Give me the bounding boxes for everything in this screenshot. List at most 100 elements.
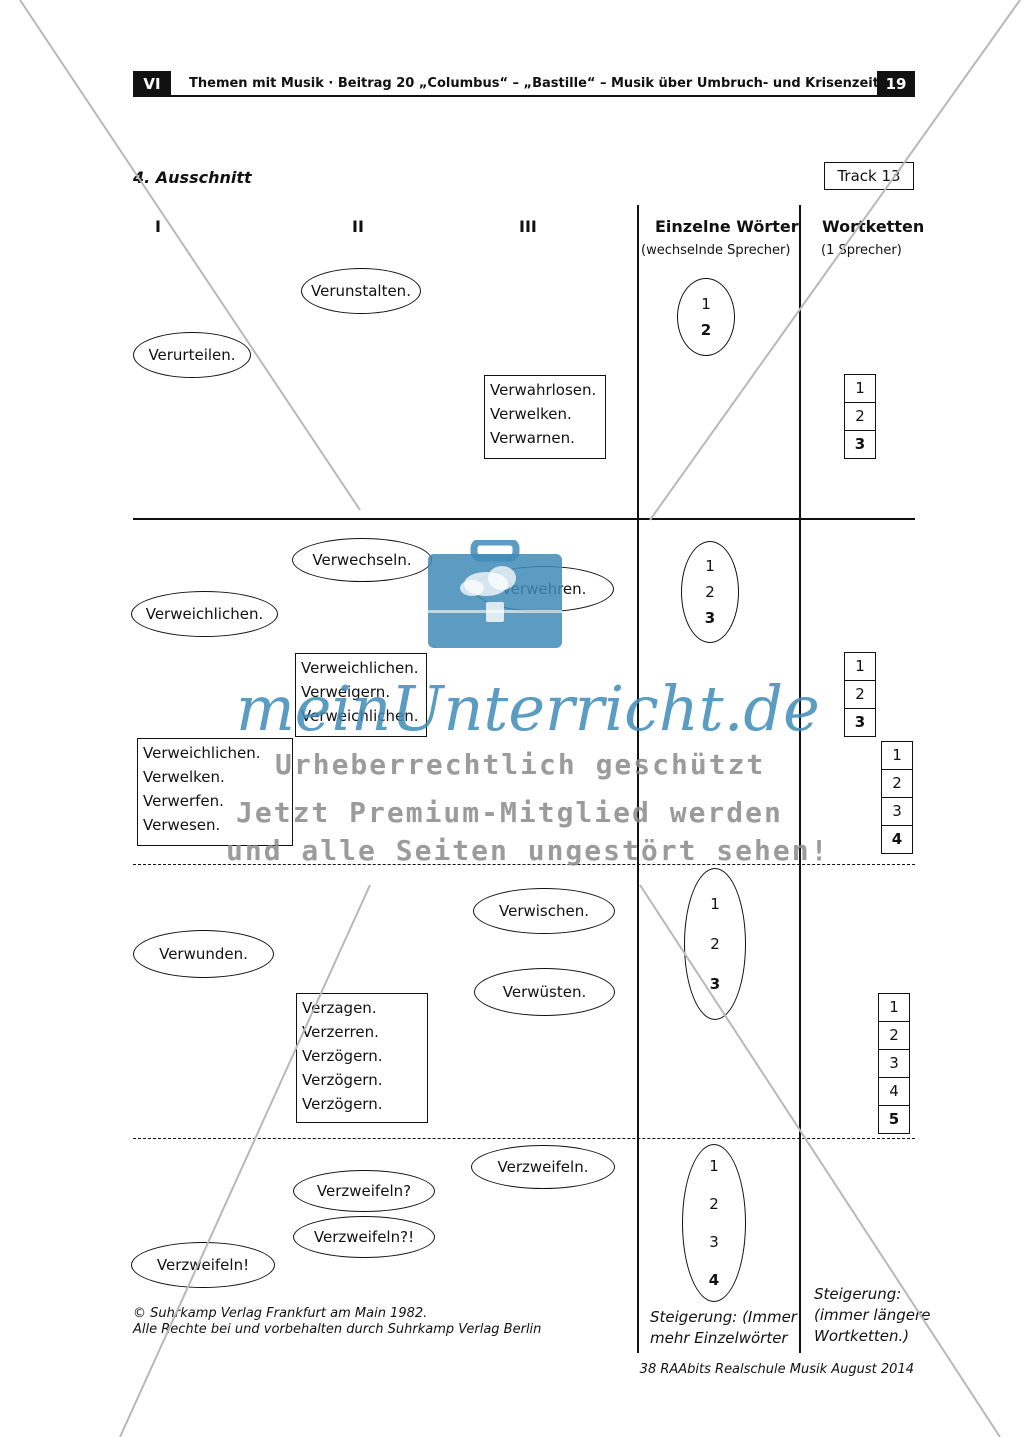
- header-title: Themen mit Musik · Beitrag 20 „Columbus“…: [189, 76, 898, 91]
- watermark-text: und alle Seiten ungestört sehen!: [226, 834, 830, 867]
- word-oval: Verwüsten.: [474, 968, 615, 1016]
- chain-count-stack: 1 2 3 4 5: [878, 993, 910, 1134]
- word-box: Verweichlichen. Verwelken. Verwerfen. Ve…: [137, 738, 293, 846]
- count-cell: 5: [888, 1110, 900, 1128]
- count-cell: 1: [882, 742, 912, 770]
- word-oval: Verurteilen.: [133, 332, 251, 378]
- word-oval: Verwischen.: [473, 888, 615, 934]
- steigerung-einzel-note: Steigerung: (Immer mehr Einzelwörter: [650, 1307, 797, 1349]
- word: Verweigern.: [301, 683, 391, 701]
- copyright-line: Alle Rechte bei und vorbehalten durch Su…: [133, 1322, 542, 1337]
- note-line: mehr Einzelwörter: [650, 1329, 788, 1347]
- word-oval: Verweichlichen.: [131, 591, 278, 637]
- dashed-divider: [133, 864, 915, 865]
- watermark-logo: meinUnterricht.de: [236, 672, 820, 745]
- word-oval: Verwunden.: [133, 930, 274, 978]
- count-cell: 4: [891, 830, 903, 848]
- note-line: Wortketten.): [814, 1327, 910, 1345]
- note-line: Steigerung:: [814, 1285, 902, 1303]
- copyright: © Suhrkamp Verlag Frankfurt am Main 1982…: [133, 1306, 541, 1338]
- column-heading-iii: III: [519, 217, 537, 236]
- count-number: 3: [704, 609, 716, 627]
- column-heading-wortketten: Wortketten: [822, 217, 925, 236]
- count-number: 2: [709, 1195, 719, 1213]
- watermark-text: Urheberrechtlich geschützt: [275, 748, 766, 781]
- word: Verwerfen.: [143, 792, 224, 810]
- count-cell: 1: [879, 994, 909, 1022]
- count-number: 2: [710, 935, 720, 953]
- column-heading-i: I: [155, 217, 161, 236]
- word: Verweichlichen.: [143, 744, 261, 762]
- word-oval: Verzweifeln.: [471, 1145, 615, 1189]
- column-heading-ii: II: [352, 217, 364, 236]
- count-number: 1: [701, 295, 711, 313]
- word: Verzögern.: [302, 1047, 383, 1065]
- word: Verzögern.: [302, 1071, 383, 1089]
- word-oval: Verzweifeln?: [293, 1170, 435, 1212]
- column-divider-left: [637, 205, 639, 1353]
- word: Verwesen.: [143, 816, 221, 834]
- copyright-line: © Suhrkamp Verlag Frankfurt am Main 1982…: [133, 1306, 428, 1321]
- word: Verweichlichen.: [301, 707, 419, 725]
- count-number: 2: [705, 583, 715, 601]
- word-oval: Verunstalten.: [301, 268, 421, 314]
- column-subheading-wortketten: (1 Sprecher): [821, 243, 902, 258]
- count-number: 3: [709, 1233, 719, 1251]
- word: Verzagen.: [302, 999, 377, 1017]
- word: Verzerren.: [302, 1023, 379, 1041]
- section-title: 4. Ausschnitt: [133, 168, 252, 187]
- count-cell: 1: [845, 653, 875, 681]
- count-number: 1: [710, 895, 720, 913]
- chain-count-stack: 1 2 3: [844, 374, 876, 459]
- page-number: 19: [877, 71, 915, 97]
- count-cell: 3: [854, 713, 866, 731]
- speaker-count-oval: 1 2 3 4: [682, 1144, 746, 1302]
- count-cell: 3: [854, 435, 866, 453]
- count-number: 4: [708, 1271, 720, 1289]
- track-label: Track 13: [824, 162, 914, 190]
- count-cell: 1: [845, 375, 875, 403]
- publication-note: 38 RAAbits Realschule Musik August 2014: [639, 1362, 914, 1377]
- note-line: (immer längere: [814, 1306, 931, 1324]
- section-divider: [133, 518, 915, 520]
- column-heading-einzelne: Einzelne Wörter: [655, 217, 799, 236]
- count-number: 1: [709, 1157, 719, 1175]
- chapter-label: VI: [133, 71, 171, 97]
- watermark-text: Jetzt Premium-Mitglied werden: [236, 796, 783, 829]
- steigerung-ketten-note: Steigerung: (immer längere Wortketten.): [814, 1284, 930, 1347]
- watermark-line: [649, 0, 1021, 521]
- count-cell: 2: [879, 1022, 909, 1050]
- count-number: 1: [705, 557, 715, 575]
- count-cell: 2: [845, 681, 875, 709]
- count-cell: 2: [882, 770, 912, 798]
- word: Verwarnen.: [490, 429, 575, 447]
- count-number: 3: [709, 975, 721, 993]
- word: Verwelken.: [143, 768, 225, 786]
- page-header: VI Themen mit Musik · Beitrag 20 „Columb…: [133, 71, 915, 97]
- word: Verzögern.: [302, 1095, 383, 1113]
- speaker-count-oval: 1 2: [677, 278, 735, 356]
- word-box: Verwahrlosen. Verwelken. Verwarnen.: [484, 375, 606, 459]
- count-cell: 3: [882, 798, 912, 826]
- dashed-divider: [133, 1138, 915, 1139]
- chain-count-stack: 1 2 3 4: [881, 741, 913, 854]
- header-rule: [171, 95, 877, 97]
- watermark-line: [639, 884, 1001, 1437]
- count-cell: 2: [845, 403, 875, 431]
- word-oval: Verzweifeln!: [131, 1242, 275, 1288]
- word: Verwahrlosen.: [490, 381, 597, 399]
- column-subheading-einzelne: (wechselnde Sprecher): [641, 243, 791, 258]
- chain-count-stack: 1 2 3: [844, 652, 876, 737]
- word-box: Verweichlichen. Verweigern. Verweichlich…: [295, 653, 427, 737]
- watermark-line: [119, 884, 371, 1437]
- briefcase-icon: [428, 540, 562, 648]
- word: Verwelken.: [490, 405, 572, 423]
- count-cell: 3: [879, 1050, 909, 1078]
- speaker-count-oval: 1 2 3: [681, 541, 739, 643]
- count-cell: 4: [879, 1078, 909, 1106]
- speaker-count-oval: 1 2 3: [684, 868, 746, 1020]
- watermark-line: [19, 0, 361, 511]
- word-oval: Verzweifeln?!: [293, 1216, 435, 1258]
- word: Verweichlichen.: [301, 659, 419, 677]
